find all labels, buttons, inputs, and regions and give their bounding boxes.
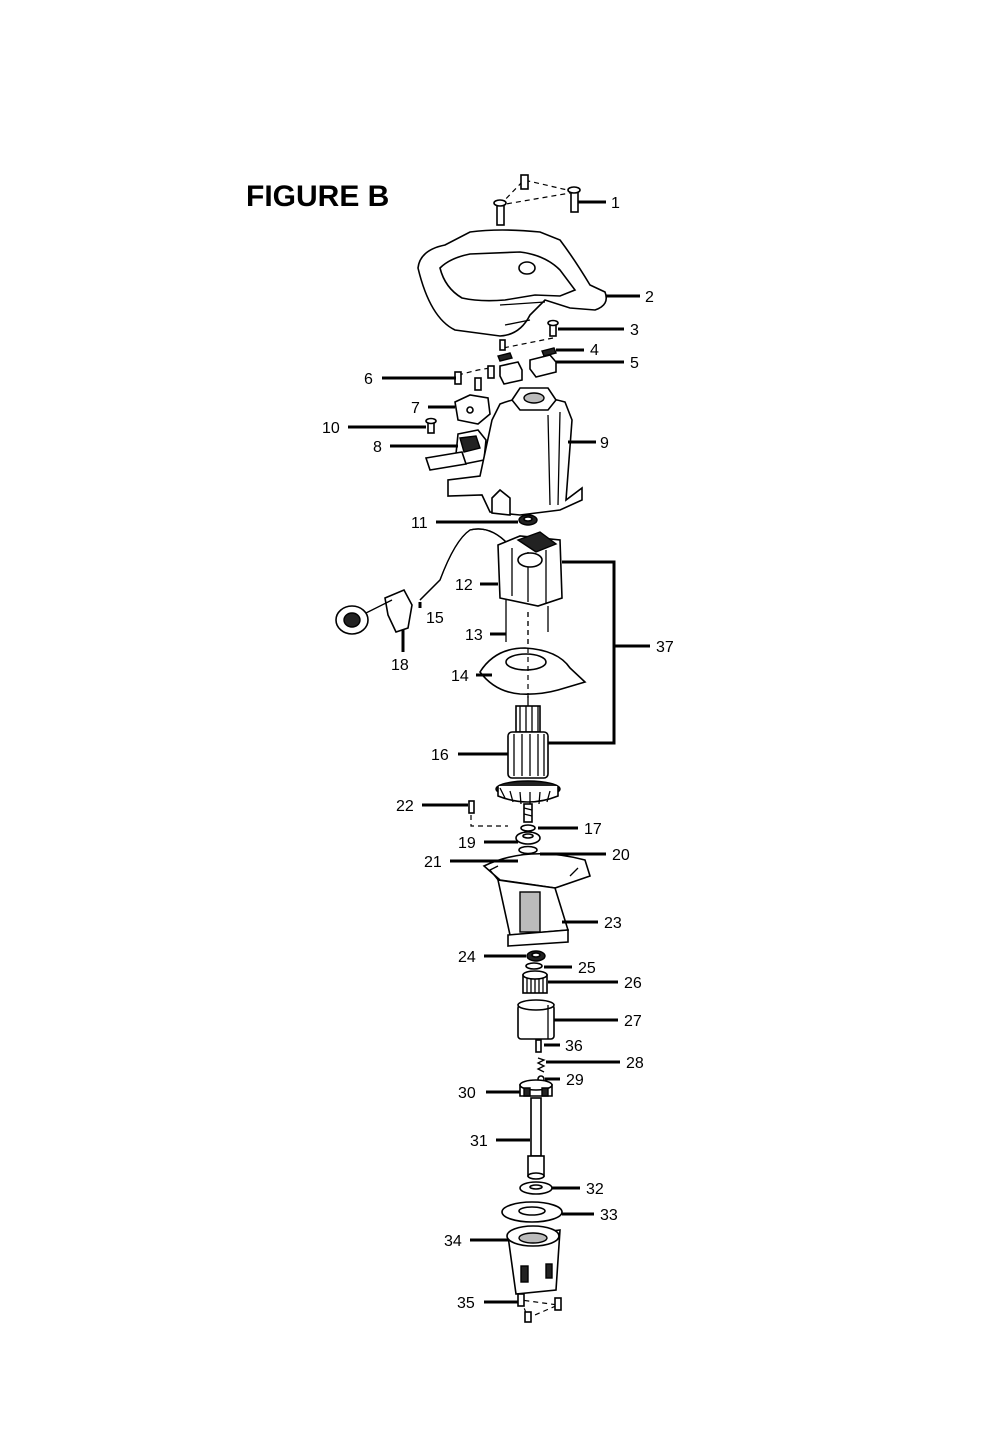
callout-25: 25	[578, 960, 596, 977]
callout-12: 12	[455, 577, 473, 594]
callout-28: 28	[626, 1055, 644, 1072]
leader-lines	[348, 200, 640, 1304]
part-33-plate	[501, 1201, 563, 1223]
part-26-gear	[522, 970, 548, 994]
callout-8: 8	[373, 439, 382, 456]
callout-37: 37	[656, 639, 674, 656]
callout-3: 3	[630, 322, 639, 339]
part-27-cam	[517, 999, 555, 1040]
callout-17: 17	[584, 821, 602, 838]
callout-4: 4	[590, 342, 599, 359]
callout-1: 1	[611, 195, 620, 212]
callout-19: 19	[458, 835, 476, 852]
callout-26: 26	[624, 975, 642, 992]
callout-31: 31	[470, 1133, 488, 1150]
callout-14: 14	[451, 668, 469, 685]
part-37-bracket	[548, 560, 650, 745]
part-11-bearing	[518, 514, 538, 526]
part-3-screw	[499, 319, 559, 351]
callout-32: 32	[586, 1181, 604, 1198]
part-28-spring	[536, 1057, 546, 1073]
part-25-washer	[525, 962, 543, 970]
part-6-screws	[454, 365, 495, 391]
part-35-screws	[517, 1293, 562, 1323]
callout-21: 21	[424, 854, 442, 871]
part-14-baffle	[479, 647, 587, 695]
part-12-field	[497, 531, 563, 607]
figure-title: FIGURE B	[246, 180, 389, 213]
callout-10: 10	[322, 420, 340, 437]
callout-23: 23	[604, 915, 622, 932]
part-24-bearing	[526, 950, 546, 962]
part-18-cord-clamp	[335, 588, 413, 635]
callout-24: 24	[458, 949, 476, 966]
part-30-clutch	[519, 1079, 553, 1097]
callout-6: 6	[364, 371, 373, 388]
callout-27: 27	[624, 1013, 642, 1030]
callout-2: 2	[645, 289, 654, 306]
part-5-brushes	[499, 354, 557, 385]
callout-15: 15	[426, 610, 444, 627]
callout-16: 16	[431, 747, 449, 764]
callout-34: 34	[444, 1233, 462, 1250]
callout-30: 30	[458, 1085, 476, 1102]
part-9-motor-housing	[447, 387, 583, 516]
part-4-clips	[497, 347, 557, 362]
callout-22: 22	[396, 798, 414, 815]
callout-29: 29	[566, 1072, 584, 1089]
callout-numbers: 1 2 3 4 5 6 7 10 8 9 11 12 15 13 37 18 1…	[322, 195, 674, 1312]
part-8-switch	[424, 429, 487, 471]
callout-36: 36	[565, 1038, 583, 1055]
part-31-spindle	[527, 1097, 545, 1180]
callout-9: 9	[600, 435, 609, 452]
part-23-gear-case	[482, 853, 591, 947]
part-19-bearing	[515, 831, 541, 845]
part-36-pin	[535, 1039, 542, 1053]
callout-11: 11	[411, 515, 428, 532]
callout-7: 7	[411, 400, 420, 417]
part-15-cord	[419, 528, 509, 601]
part-32-washer	[519, 1181, 553, 1195]
part-2-handle-cover	[417, 229, 608, 337]
part-13-screws	[505, 600, 549, 650]
callout-35: 35	[457, 1295, 475, 1312]
part-17-washer	[520, 824, 536, 832]
part-22-pin	[468, 800, 508, 827]
part-16-armature	[495, 696, 561, 823]
part-20-washer	[518, 845, 538, 855]
callout-18: 18	[391, 657, 409, 674]
part-1-screws	[493, 174, 581, 226]
callout-13: 13	[465, 627, 483, 644]
callout-20: 20	[612, 847, 630, 864]
callout-33: 33	[600, 1207, 618, 1224]
part-7-switch-cover	[454, 394, 491, 425]
part-10-screw	[425, 417, 437, 434]
part-34-base-housing	[506, 1225, 561, 1295]
callout-5: 5	[630, 355, 639, 372]
